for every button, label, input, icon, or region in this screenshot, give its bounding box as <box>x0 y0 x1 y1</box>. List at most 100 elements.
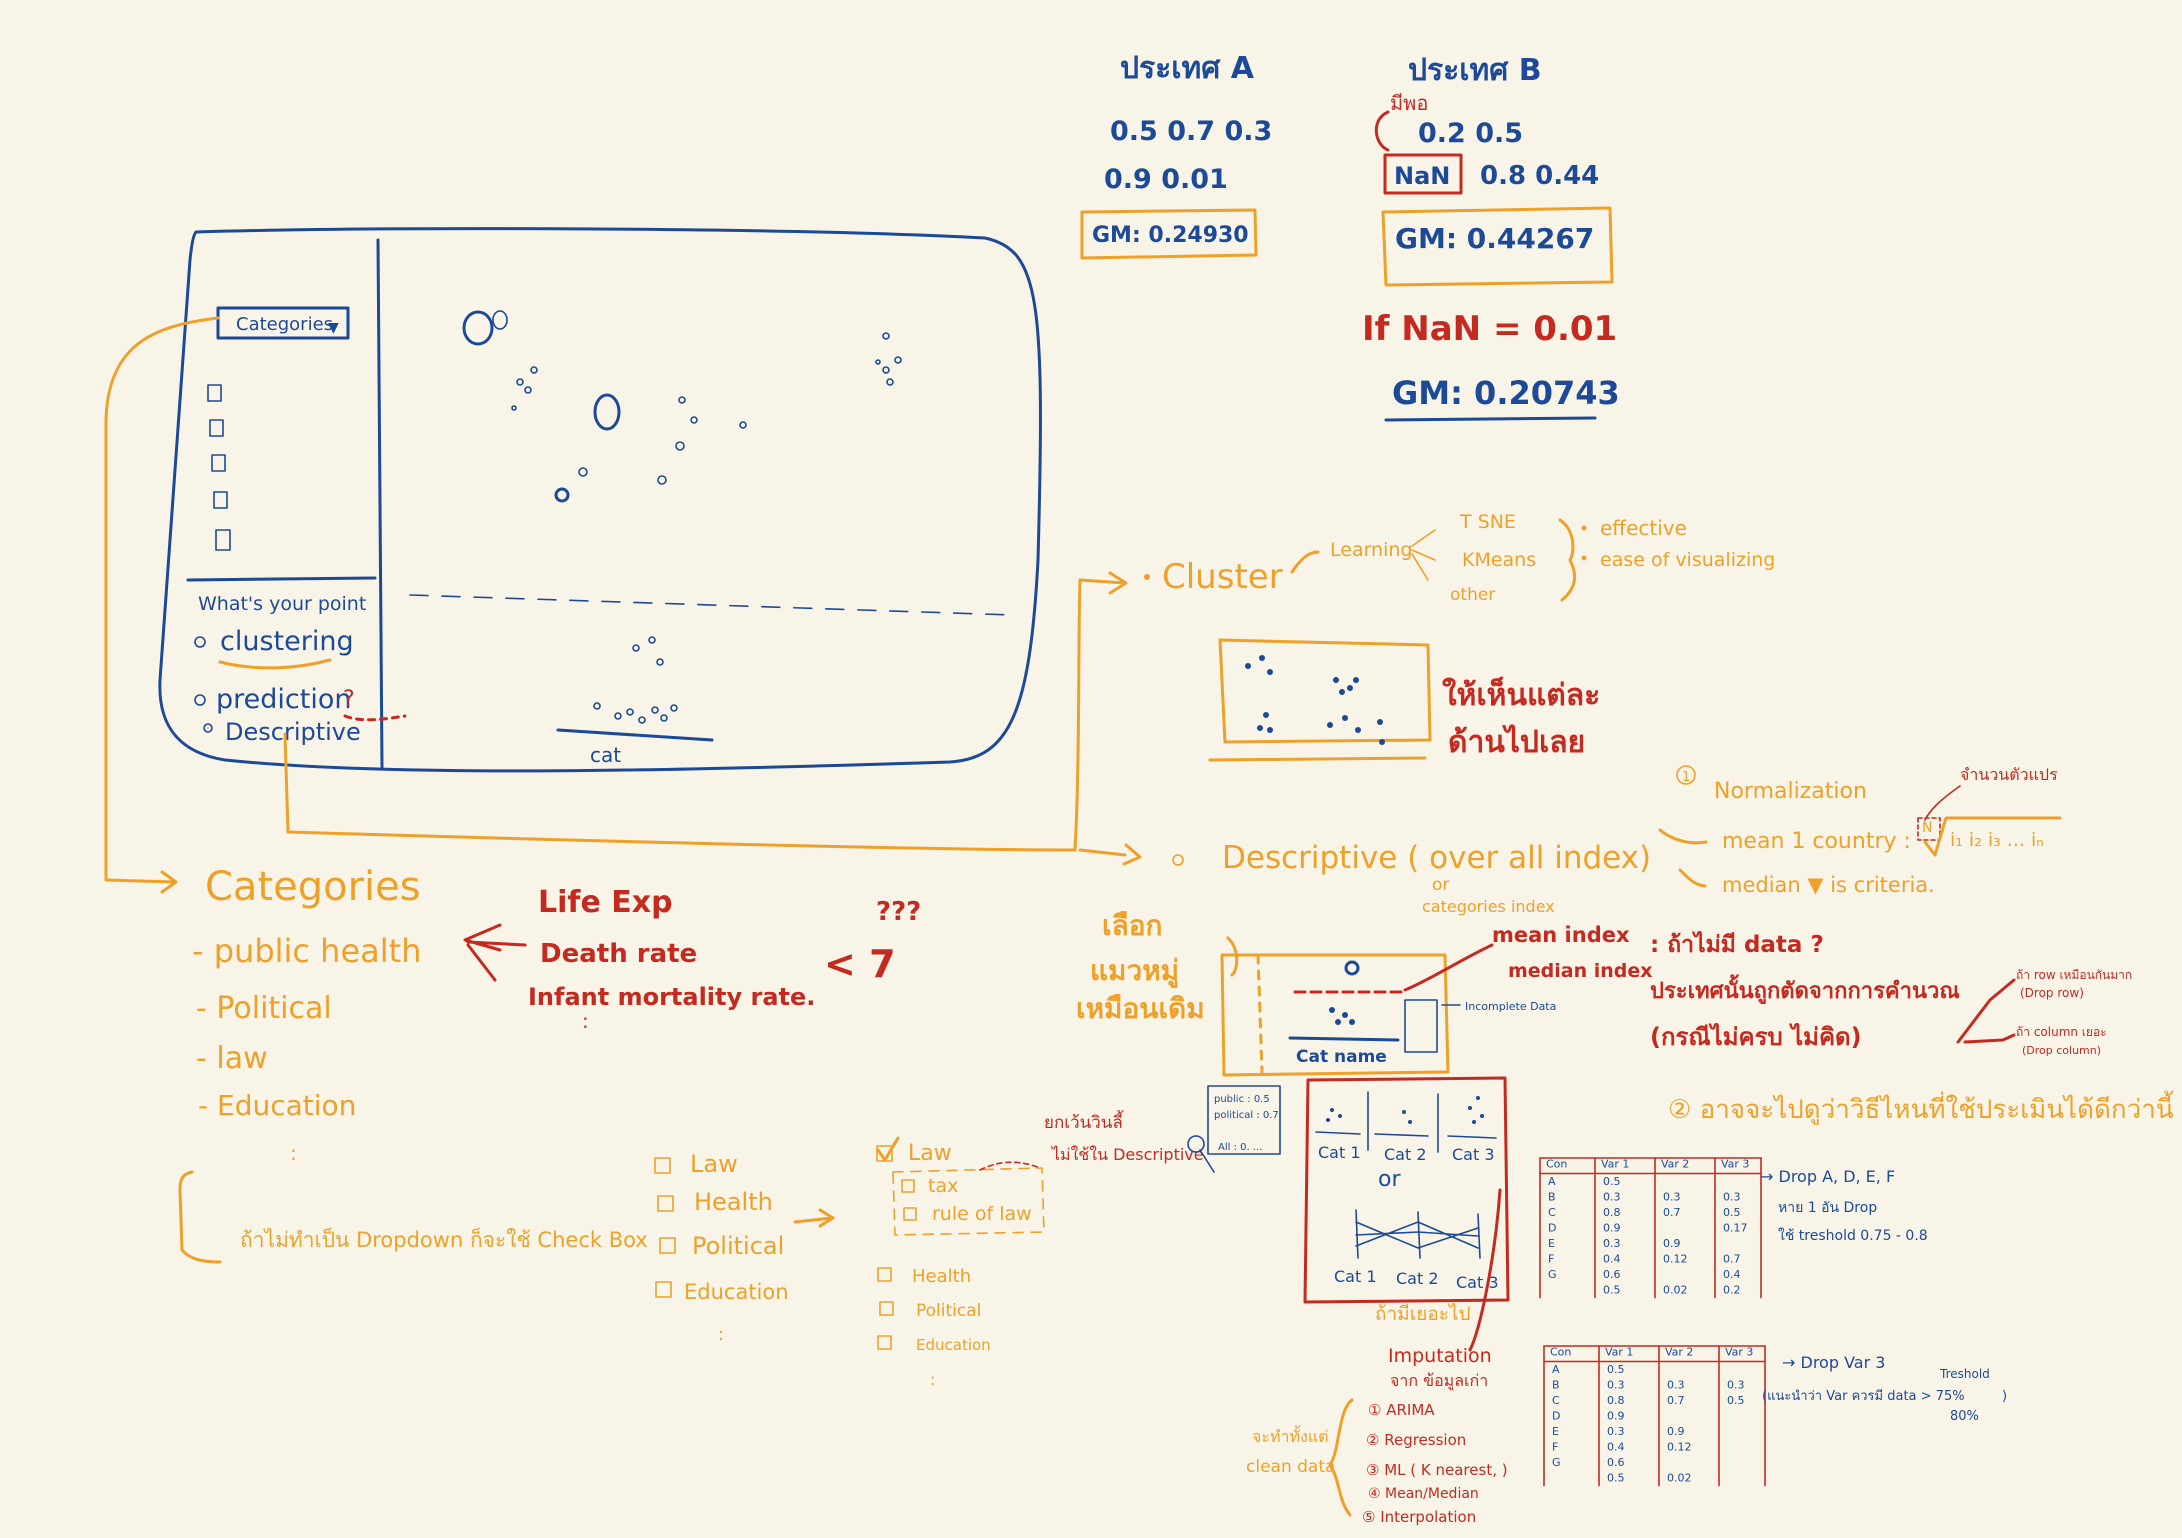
country-b-block: ประเทศ B มีพอ 0.2 0.5 NaN 0.8 0.44 GM: 0… <box>1374 53 1614 287</box>
category-checkbox[interactable] <box>209 419 224 437</box>
table-cell: 0.7 <box>1667 1394 1685 1407</box>
radio-clustering[interactable] <box>194 636 206 648</box>
left-note-arrow <box>1226 936 1239 977</box>
table-rule <box>1543 1345 1766 1363</box>
cluster-preview-dots <box>1245 655 1385 745</box>
table-cell: C <box>1548 1206 1556 1219</box>
table-cell: C <box>1552 1394 1560 1407</box>
table-cell: 0.8 <box>1603 1206 1621 1219</box>
table2-note-2: (แนะนำว่า Var ควรมี data > 75% <box>1762 1388 1965 1404</box>
checkbox-law[interactable] <box>654 1157 671 1174</box>
country-a-gm: GM: 0.24930 <box>1092 223 1249 248</box>
country-b-row1: 0.2 0.5 <box>1418 118 1523 149</box>
country-a-row1: 0.5 0.7 0.3 <box>1110 116 1272 147</box>
no-data-question: : ถ้าไม่มี data ? <box>1650 930 1824 958</box>
median-index-label: median index <box>1508 960 1653 982</box>
scatter-bubbles <box>462 310 902 503</box>
table-cell: 0.3 <box>1603 1237 1621 1250</box>
category-checkbox[interactable] <box>207 384 222 402</box>
col-note-1: ถ้า column เยอะ <box>2016 1025 2107 1039</box>
prediction-question-mark: ? <box>343 687 355 712</box>
cluster-criteria-visual: ease of visualizing <box>1600 549 1775 571</box>
tooltip-line-1: public : 0.5 <box>1214 1094 1270 1105</box>
svg-text::: : <box>290 1141 297 1165</box>
table-cell: G <box>1548 1268 1557 1281</box>
cluster-note-line2: ด้านไปเลย <box>1448 724 1585 760</box>
table1-note-1: → Drop A, D, E, F <box>1760 1167 1895 1186</box>
checkbox-health2[interactable] <box>877 1267 892 1282</box>
chart-cat2-label: Cat 2 <box>1384 1145 1427 1164</box>
tooltip-line-3: All : 0. ... <box>1218 1142 1262 1153</box>
category-checkbox[interactable] <box>215 529 231 551</box>
country-b-note: มีพอ <box>1390 91 1428 115</box>
checkbox-education[interactable] <box>655 1281 672 1298</box>
question-marks: ??? <box>876 897 921 927</box>
country-b-gm: GM: 0.44267 <box>1395 222 1594 255</box>
checkbox-list-2: Law tax rule of law ยกเว้นวินลี้ ไม่ใช้ใ… <box>876 1110 1204 1389</box>
dashboard-mockup: Categories ▼ What's your point clusterin… <box>158 227 1042 773</box>
table-cell: 0.8 <box>1607 1394 1625 1407</box>
mockup-sidebar-split <box>186 576 377 582</box>
table-cell: G <box>1552 1456 1561 1469</box>
checkbox-political2-label: Political <box>916 1301 981 1321</box>
category-checkbox[interactable] <box>213 491 228 509</box>
radio-descriptive-label: Descriptive <box>225 718 361 746</box>
country-b-title: ประเทศ B <box>1408 53 1542 88</box>
checkbox-rule-of-law[interactable] <box>903 1207 917 1221</box>
categories-dropdown[interactable] <box>216 306 350 340</box>
checkbox-political2[interactable] <box>879 1301 894 1316</box>
root-expression: i₁ i₂ i₃ ... iₙ <box>1950 829 2044 851</box>
chart2-cat2-label: Cat 2 <box>1396 1269 1439 1288</box>
redo-note: ถ้ามีเยอะไป <box>1375 1303 1471 1325</box>
table-cell: 0.3 <box>1663 1191 1681 1204</box>
table-cell: A <box>1552 1363 1560 1376</box>
bubble <box>690 416 698 424</box>
table-cell: 0.3 <box>1607 1379 1625 1392</box>
bubble <box>882 366 890 374</box>
checkbox-tax-label: tax <box>928 1175 958 1197</box>
row-note-2: (Drop row) <box>2020 986 2084 1000</box>
lt-seven-note: < 7 <box>824 942 896 986</box>
svg-text:): ) <box>2002 1389 2007 1404</box>
impute-method-regression: ② Regression <box>1366 1431 1466 1449</box>
country-a-block: ประเทศ A 0.5 0.7 0.3 0.9 0.01 GM: 0.2493… <box>1080 51 1272 260</box>
chevron-down-icon: ▼ <box>328 320 339 336</box>
country-b-note-arrow <box>1374 110 1390 152</box>
cluster-note-line1: ให้เห็นแต่ละ <box>1442 676 1600 713</box>
root-symbol <box>1923 816 2062 857</box>
descriptive-left-note-3: เหมือนเดิม <box>1076 992 1205 1025</box>
category-checkbox[interactable] <box>211 454 226 472</box>
table-cell: E <box>1548 1237 1555 1250</box>
category-political: - Political <box>196 991 332 1026</box>
if-nan-underline <box>1384 416 1597 422</box>
bubble <box>886 378 894 386</box>
radio-prediction[interactable] <box>194 694 206 706</box>
table-cell: 0.17 <box>1723 1222 1748 1235</box>
table-cell: D <box>1552 1410 1560 1423</box>
checkbox-rule-of-law-label: rule of law <box>932 1203 1032 1225</box>
table-header-cell: Var 3 <box>1725 1346 1753 1359</box>
checkbox-education2[interactable] <box>877 1335 892 1350</box>
table2-threshold: Treshold <box>1939 1367 1990 1381</box>
strip-axis <box>556 728 714 742</box>
chart-cat1-label: Cat 1 <box>1318 1143 1361 1162</box>
imputation-sub: จาก ข้อมูลเก่า <box>1390 1371 1488 1391</box>
check-icon <box>876 1136 900 1162</box>
drop-country-line2: (กรณีไม่ครบ ไม่คิด) <box>1650 1022 1862 1051</box>
bubble <box>578 467 588 477</box>
health-item-infant: Infant mortality rate. <box>528 983 815 1011</box>
radio-descriptive[interactable] <box>203 723 213 733</box>
table-cell: F <box>1548 1253 1554 1266</box>
checkbox-political[interactable] <box>659 1237 676 1254</box>
cluster-preview-box <box>1208 638 1432 762</box>
descriptive-or: or <box>1432 875 1449 895</box>
checkbox-law-label: Law <box>690 1150 738 1178</box>
imputation-block: Imputation จาก ข้อมูลเก่า ① ARIMA ② Regr… <box>1246 1188 1508 1526</box>
checkbox-health[interactable] <box>657 1195 674 1212</box>
checkbox-tax[interactable] <box>901 1179 915 1193</box>
radio-clustering-label: clustering <box>220 626 354 657</box>
chart2-cat3-label: Cat 3 <box>1456 1273 1499 1292</box>
